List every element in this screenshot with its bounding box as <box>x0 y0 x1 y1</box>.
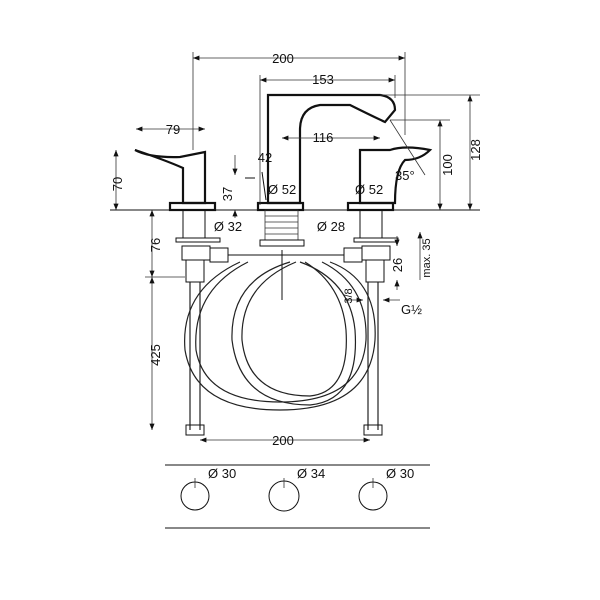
dim-max-deck: max. 35 <box>421 238 433 277</box>
left-handle <box>134 148 217 239</box>
hoses <box>184 261 383 436</box>
hole-right-dia: Ø 30 <box>386 466 414 481</box>
dim-total-height: 128 <box>468 139 483 161</box>
dim-spout-shank-dia: Ø 32 <box>214 219 242 234</box>
hole-left-dia: Ø 30 <box>208 466 236 481</box>
dim-overall-width: 200 <box>272 51 294 66</box>
spout <box>245 93 397 300</box>
deck-hole-layout <box>165 464 430 529</box>
dim-lever-height: 37 <box>220 187 235 201</box>
hole-center-dia: Ø 34 <box>297 466 325 481</box>
dim-spout-reach: 153 <box>312 72 334 87</box>
dim-spout-inner-reach: 116 <box>313 130 334 145</box>
dim-spray-angle: 35° <box>395 168 415 183</box>
dim-hose-length: 425 <box>148 344 163 366</box>
dim-inlet-thread: G½ <box>401 302 422 317</box>
dim-connector-height: 26 <box>390 258 405 272</box>
dim-hose-thread: 3/8 <box>343 288 355 303</box>
dim-handle-shank-dia: Ø 28 <box>317 219 345 234</box>
dim-body-depth: 76 <box>148 238 163 252</box>
dim-handle-length: 79 <box>166 122 180 137</box>
dim-spout-base-dia: Ø 52 <box>268 182 296 197</box>
dim-handle-height: 70 <box>110 177 125 191</box>
dim-outlet-height: 100 <box>440 154 455 176</box>
dim-handle-base-dia: Ø 52 <box>355 182 383 197</box>
right-handle <box>346 146 433 239</box>
dim-hole-spacing: 200 <box>272 433 294 448</box>
connectors <box>175 237 399 283</box>
dim-spout-offset: 42 <box>258 150 272 165</box>
